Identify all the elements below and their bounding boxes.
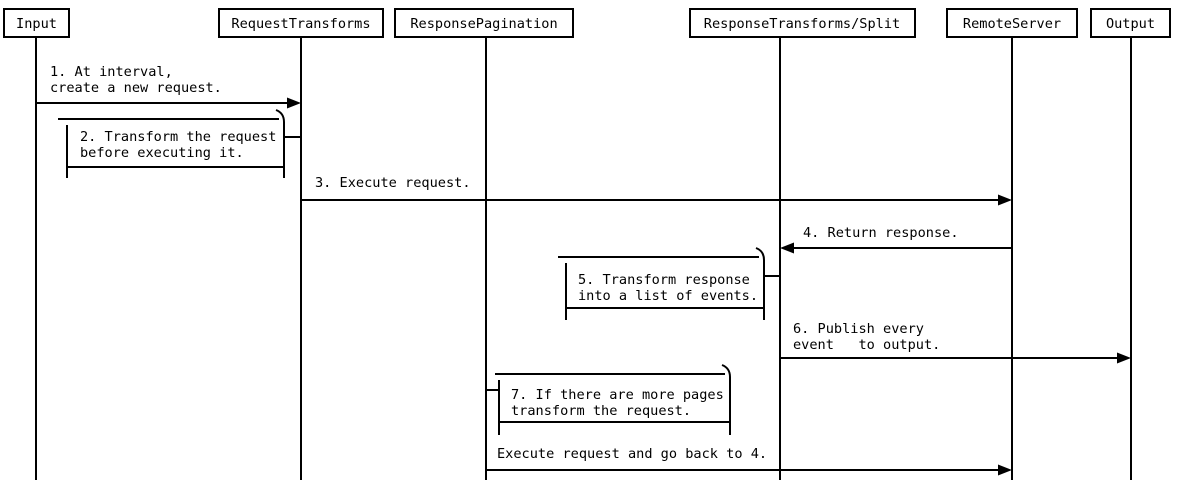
message-1-label-line-1: 1. At interval, <box>50 64 173 80</box>
actor-response-pagination: ResponsePagination <box>394 8 574 38</box>
actor-box-request-transforms <box>218 8 384 38</box>
message-4-arrowhead-icon <box>780 242 794 254</box>
note-5-label-line-1: 5. Transform response <box>578 272 750 288</box>
message-1-arrowhead-icon <box>287 97 301 109</box>
actor-box-output <box>1090 8 1171 38</box>
note-7: 7. If there are more pages transform the… <box>486 364 731 435</box>
message-1: 1. At interval, create a new request. <box>36 64 301 109</box>
note-2-curl-and-right-edge <box>275 109 285 178</box>
actor-label-input: Input <box>16 16 57 32</box>
note-7-curl-and-right-edge <box>721 364 731 435</box>
note-5-curl-and-right-edge <box>755 247 765 320</box>
note-7-label-line-1: 7. If there are more pages <box>511 387 724 403</box>
message-4: 4. Return response. <box>780 225 1012 254</box>
actor-box-response-transforms-split <box>689 8 916 38</box>
actor-label-output: Output <box>1106 16 1155 32</box>
actor-response-transforms-split: ResponseTransforms/Split <box>689 8 916 38</box>
actor-label-response-pagination: ResponsePagination <box>410 16 557 32</box>
message-3: 3. Execute request. <box>301 175 1012 206</box>
actor-request-transforms: RequestTransforms <box>218 8 384 38</box>
message-3-arrowhead-icon <box>998 194 1012 206</box>
message-3-label: 3. Execute request. <box>315 175 471 191</box>
note-2-label-line-1: 2. Transform the request <box>80 129 276 145</box>
message-6-label-line-1: 6. Publish every <box>793 321 924 337</box>
lifelines <box>35 37 1132 480</box>
note-7-label-line-2: transform the request. <box>511 403 691 419</box>
actor-label-remote-server: RemoteServer <box>963 16 1061 32</box>
note-5: 5. Transform response into a list of eve… <box>558 247 780 320</box>
actor-remote-server: RemoteServer <box>946 8 1078 38</box>
message-1-label-line-2: create a new request. <box>50 80 222 96</box>
note-2: 2. Transform the request before executin… <box>58 109 301 178</box>
message-6-arrowhead-icon <box>1117 352 1131 364</box>
actor-label-response-transforms-split: ResponseTransforms/Split <box>704 16 900 32</box>
actor-output: Output <box>1090 8 1171 38</box>
note-5-label-line-2: into a list of events. <box>578 288 758 304</box>
message-6-label-line-2: event to output. <box>793 337 940 353</box>
note-2-label-line-2: before executing it. <box>80 145 244 161</box>
message-4-label: 4. Return response. <box>803 225 959 241</box>
actor-label-request-transforms: RequestTransforms <box>231 16 370 32</box>
message-8-label: Execute request and go back to 4. <box>497 446 767 462</box>
actor-box-remote-server <box>946 8 1078 38</box>
message-8: Execute request and go back to 4. <box>486 446 1012 476</box>
actor-box-response-pagination <box>394 8 574 38</box>
actor-box-input <box>3 8 70 38</box>
actor-input: Input <box>3 8 70 38</box>
message-6: 6. Publish every event to output. <box>780 321 1131 364</box>
message-8-arrowhead-icon <box>998 464 1012 476</box>
